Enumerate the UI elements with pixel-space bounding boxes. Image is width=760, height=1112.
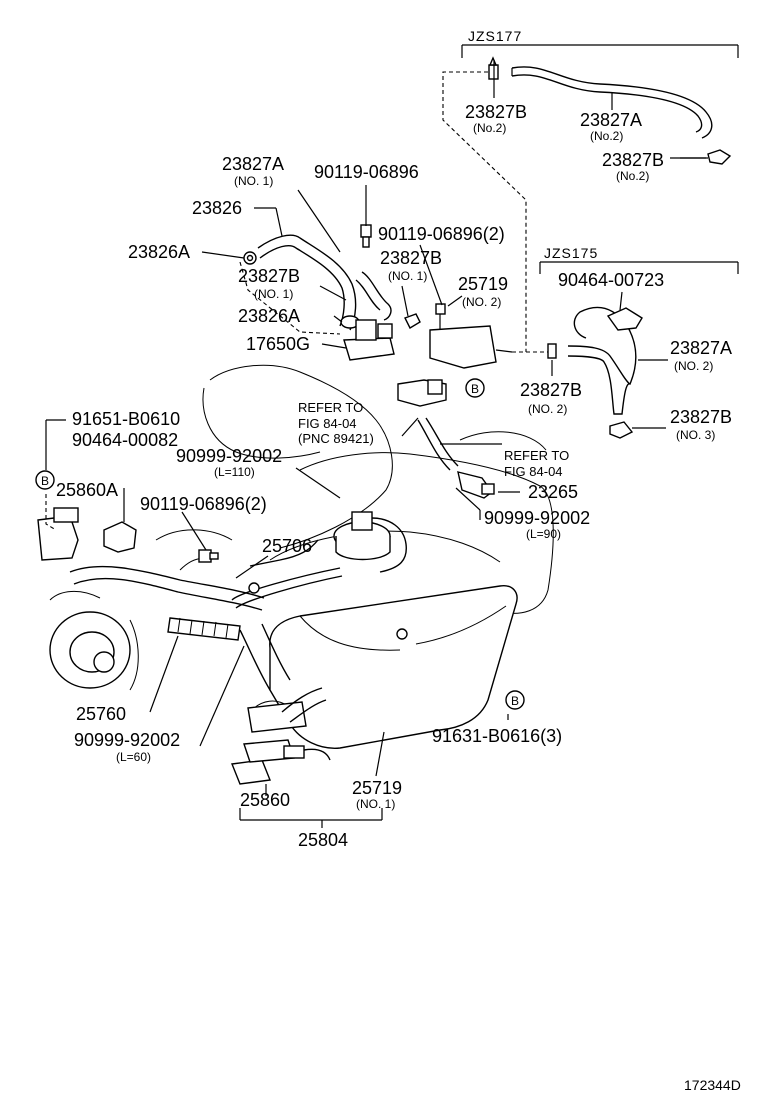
clip-23827b-no2-top [680,149,732,165]
hose-23827a-no2-top [511,66,713,139]
hose-25760 [69,565,265,641]
label-23265: 23265 [528,482,578,502]
vsv-connector-refer [397,379,447,407]
label-90464-00723: 90464-00723 [558,270,664,290]
dashed-route-hose [239,261,341,335]
hose-23827a-no1 [355,271,392,321]
label-90999-92002-l110: 90999-92002 [176,446,282,466]
label-23826: 23826 [192,198,242,218]
turbo-housing [49,591,139,691]
label-23827b-no1-left-sub: (NO. 1) [254,287,293,301]
svg-text:B: B [511,694,519,708]
label-90999-92002-l60-sub: (L=60) [116,750,151,764]
bolt-90119-upper [360,224,372,248]
label-23827b-top-sub: (No.2) [473,121,506,135]
label-23827b-top: 23827B [465,102,527,122]
label-25860a: 25860A [56,480,118,500]
label-90999-92002-l110-sub: (L=110) [214,465,255,479]
clamp-23826a-upper [243,251,257,265]
vacuum-actuator [249,511,407,573]
marker-b-top: B [465,378,485,398]
hose-23826 [257,234,357,331]
label-23827b-no3-sub: (NO. 3) [676,428,715,442]
dashed-route-left [45,494,57,531]
label-91631-b0616: 91631-B0616(3) [432,726,562,746]
marker-b-bottom: B [505,690,525,710]
label-23827b-no1-left: 23827B [238,266,300,286]
group-label-jzs177: JZS177 [468,28,522,44]
label-23827b-no2-mid-sub: (NO. 2) [528,402,567,416]
label-90999-92002-l90: 90999-92002 [484,508,590,528]
group-label-jzs175: JZS175 [544,245,598,261]
label-90464-00082: 90464-00082 [72,430,178,450]
label-23826a-top: 23826A [128,242,190,262]
label-23827a-no1-sub: (NO. 1) [234,174,273,188]
clip-23827b-no1-mid [404,313,421,329]
group-bracket-jzs177 [461,44,739,58]
engine-outline [155,364,554,614]
label-23827a-no2-right: 23827A [670,338,732,358]
label-23827b-no3: 23827B [670,407,732,427]
ref-note-1-line1: REFER TO [298,400,363,415]
label-23827b-no1-mid: 23827B [380,248,442,268]
svg-text:B: B [41,474,49,488]
ref-note-1-line2: FIG 84-04 [298,416,357,431]
label-23827b-right-sub: (No.2) [616,169,649,183]
label-23827a-no2-right-sub: (NO. 2) [674,359,713,373]
label-25860: 25860 [240,790,290,810]
label-90119-06896-top: 90119-06896 [314,162,419,182]
label-23827b-right: 23827B [602,150,664,170]
clamp-90464-00723 [606,307,643,331]
vsv-17650g [343,319,395,361]
label-25719-no2-sub: (NO. 2) [462,295,501,309]
label-25804: 25804 [298,830,348,850]
bolt-90119-lower [198,549,219,563]
label-23827a-no1: 23827A [222,154,284,174]
label-91651-b0610: 91651-B0610 [72,409,180,429]
label-90119-06896-2-lower: 90119-06896(2) [140,494,267,514]
label-25719-no2: 25719 [458,274,508,294]
label-23827b-no1-mid-sub: (NO. 1) [388,269,427,283]
label-25706: 25706 [262,536,312,556]
label-90999-92002-l90-sub: (L=90) [526,527,561,541]
vsv-25860 [231,739,331,785]
leader-lines [45,60,706,828]
pipe-25706-line [231,567,343,609]
label-90999-92002-l60: 90999-92002 [74,730,180,750]
hose-lower-left-run [239,623,327,723]
label-25719-no1: 25719 [352,778,402,798]
vsv-25860a [37,507,137,561]
dashed-route-top [442,71,527,352]
hose-23827a-no2-right [567,306,637,415]
illustration-code: 172344D [684,1077,741,1093]
label-25760: 25760 [76,704,126,724]
sensor-23265 [457,471,495,499]
label-23826a-lower: 23826A [238,306,300,326]
label-23827b-no2-mid: 23827B [520,380,582,400]
clip-23827b-no3 [609,421,634,439]
svg-text:B: B [471,382,479,396]
intake-plenum [247,585,518,749]
label-23827a-top: 23827A [580,110,642,130]
group-bracket-jzs175 [539,261,739,274]
label-90119-06896-2-top: 90119-06896(2) [378,224,505,244]
ref-note-1-line3: (PNC 89421) [298,431,374,446]
label-25719-no1-sub: (NO. 1) [356,797,395,811]
ref-note-2-line1: REFER TO [504,448,569,463]
vsv-25719-no2 [429,303,513,369]
connector-23827b-no2-right [547,343,557,359]
ref-note-2-line2: FIG 84-04 [504,464,563,479]
label-17650g: 17650G [246,334,310,354]
label-23827a-top-sub: (No.2) [590,129,623,143]
marker-b-left: B [35,470,55,490]
